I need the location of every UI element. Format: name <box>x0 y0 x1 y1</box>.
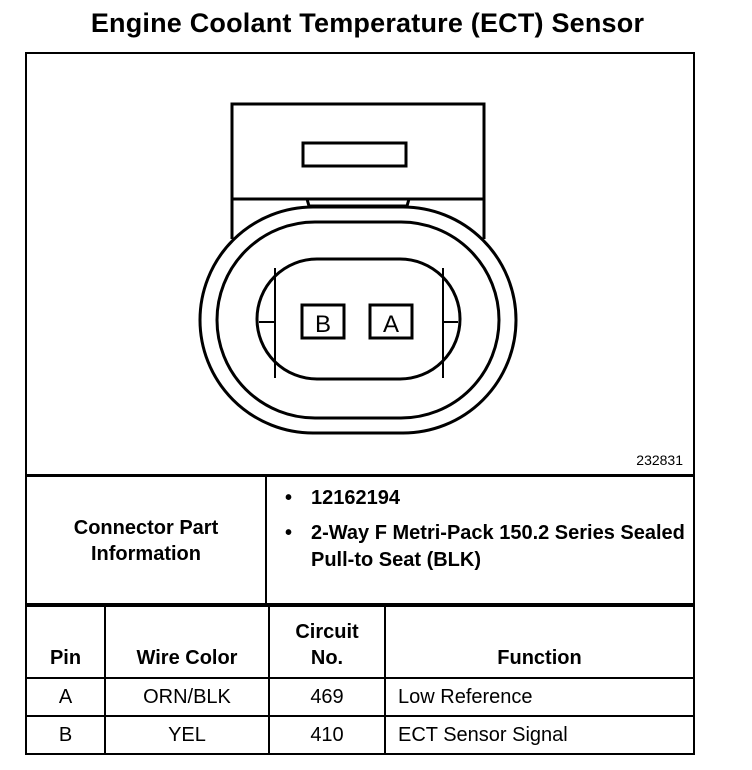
connector-outer-shell <box>198 205 518 435</box>
connector-cavity <box>255 257 462 381</box>
pin-table-header: Pin Wire Color Circuit No. Function <box>25 603 695 679</box>
pin-b-box <box>300 303 346 340</box>
pin-table: Pin Wire Color Circuit No. Function A OR… <box>25 603 695 755</box>
header-wire-color: Wire Color <box>104 603 270 679</box>
connector-seal-ring <box>215 220 501 420</box>
page-title: Engine Coolant Temperature (ECT) Sensor <box>90 8 645 38</box>
cell-pin: B <box>25 715 106 755</box>
header-pin: Pin <box>25 603 106 679</box>
table-row: A ORN/BLK 469 Low Reference <box>25 677 695 717</box>
connector-description: 2-Way F Metri-Pack 150.2 Series Sealed P… <box>285 520 687 574</box>
pin-a-box <box>368 303 414 340</box>
part-number: 12162194 <box>285 485 687 512</box>
table-row: B YEL 410 ECT Sensor Signal <box>25 715 695 755</box>
cell-pin: A <box>25 677 106 717</box>
latch-slot <box>301 141 408 168</box>
connector-diagram: B A 232831 <box>25 52 695 476</box>
cell-circuit: 469 <box>268 677 386 717</box>
pin-b-label: B <box>315 311 331 338</box>
cell-function: Low Reference <box>384 677 695 717</box>
cell-circuit: 410 <box>268 715 386 755</box>
pin-a-label: A <box>383 311 399 338</box>
connector-part-details: 12162194 2-Way F Metri-Pack 150.2 Series… <box>265 475 695 607</box>
connector-part-label: Connector Part Information <box>25 475 267 607</box>
header-function: Function <box>384 603 695 679</box>
connector-latch-housing <box>230 102 486 201</box>
connector-part-info-table: Connector Part Information 12162194 2-Wa… <box>25 475 695 607</box>
header-circuit: Circuit No. <box>268 603 386 679</box>
connector-drawing: B A <box>198 102 518 435</box>
cell-function: ECT Sensor Signal <box>384 715 695 755</box>
figure-number: 232831 <box>636 452 683 468</box>
cell-wire-color: ORN/BLK <box>104 677 270 717</box>
cell-wire-color: YEL <box>104 715 270 755</box>
